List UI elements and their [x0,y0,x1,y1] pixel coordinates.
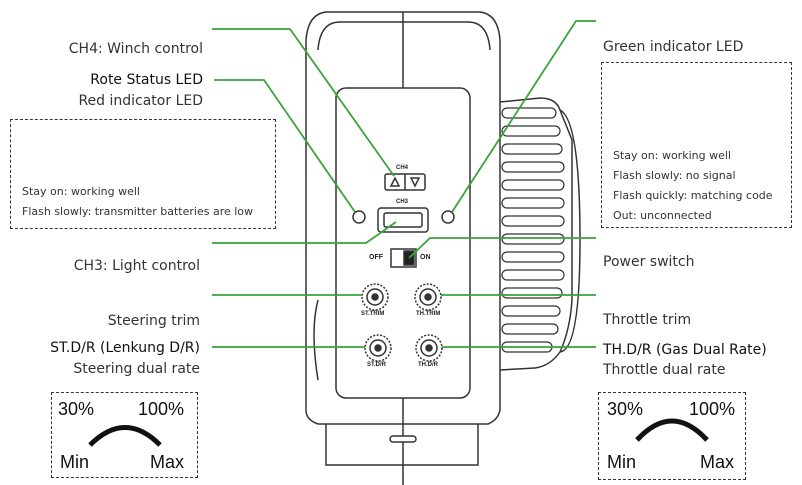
leader-green-led [451,20,596,213]
leader-ch3 [212,221,397,244]
steering-dual-rate-arc [88,425,162,447]
device-th-trim-label: TH.TRIM [416,311,441,317]
red-indicator-led [352,210,366,224]
steering-wheel [499,97,581,371]
throttle-dual-rate-arc [635,418,709,442]
green-indicator-led [441,210,455,224]
green-led-note-4: Out: unconnected [613,209,712,222]
green-led-notes-box: Stay on: working well Flash slowly: no s… [601,62,792,228]
power-switch [390,248,417,268]
throttle-trim-knob [414,283,442,311]
rote-status-led-label: Rote Status LED [90,72,203,88]
steering-dual-rate-knob [364,334,392,362]
throttle-scale-min: Min [607,452,637,472]
power-switch-label: Power switch [603,254,695,270]
steering-trim-label: Steering trim [107,313,200,329]
throttle-scale-max: Max [700,452,735,472]
steering-scale-left-pct: 30% [58,399,95,419]
steering-dual-rate-label: Steering dual rate [73,361,200,377]
red-led-note-1: Stay on: working well [22,185,140,198]
device-st-dr-label: ST.D/R [367,362,387,368]
device-ch4-label: CH4 [396,165,409,171]
steering-trim-knob [361,283,389,311]
throttle-dr-de-label: TH.D/R (Gas Dual Rate) [603,342,767,358]
throttle-scale-left-pct: 30% [607,399,644,419]
red-led-note-2: Flash slowly: transmitter batteries are … [22,205,254,218]
green-led-note-2: Flash slowly: no signal [613,169,736,182]
throttle-scale-right-pct: 100% [689,399,736,419]
device-ch3-label: CH3 [396,199,409,205]
steering-dr-de-label: ST.D/R (Lenkung D/R) [50,340,200,356]
green-led-note-3: Flash quickly: matching code [613,189,773,202]
green-led-label: Green indicator LED [603,39,744,55]
device-on-label: ON [420,254,431,261]
steering-scale-max: Max [150,452,185,472]
leader-ch4 [212,28,395,177]
wheel-grip-ridges [501,107,565,353]
green-led-note-1: Stay on: working well [613,149,731,162]
leader-red-led [214,79,356,213]
transmitter-body [305,11,501,485]
device-st-trim-label: ST.TRIM [361,311,385,317]
steering-dual-rate-scale: 30% 100% Min Max [51,392,198,478]
leader-lines [212,20,596,348]
throttle-dual-rate-knob [415,334,443,362]
ch3-label: CH3: Light control [73,258,200,274]
ch4-label: CH4: Winch control [68,41,203,57]
ch3-button [377,207,429,233]
throttle-dual-rate-scale: 30% 100% Min Max [598,392,746,480]
red-led-label: Red indicator LED [78,93,203,109]
device-th-dr-label: TH.D/R [418,362,438,368]
throttle-dual-rate-label: Throttle dual rate [603,362,726,378]
ch4-buttons [384,173,426,191]
steering-scale-min: Min [60,452,90,472]
throttle-trim-label: Throttle trim [603,312,692,328]
steering-scale-right-pct: 100% [138,399,185,419]
device-off-label: OFF [369,254,383,261]
leader-power-switch [408,237,596,259]
red-led-notes-box: Stay on: working well Flash slowly: tran… [10,119,276,229]
